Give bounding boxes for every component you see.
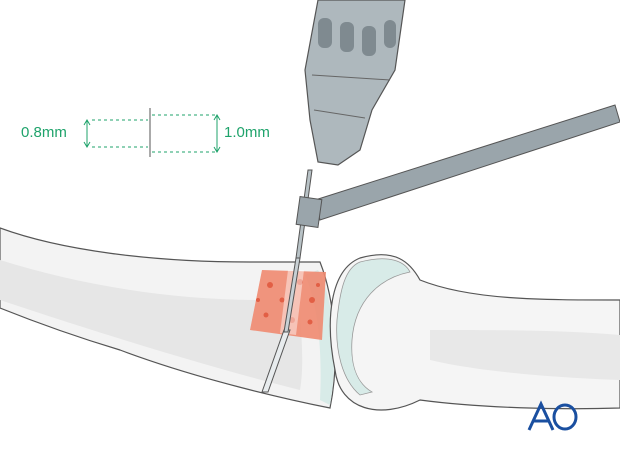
depth-measurement-diagram (83, 108, 221, 157)
ao-logo (527, 400, 578, 431)
metacarpal-head-bone (329, 254, 620, 411)
measure-label-0-8mm: 0.8mm (21, 124, 67, 141)
drill-guide (295, 104, 620, 228)
measure-label-1-0mm: 1.0mm (224, 124, 270, 141)
power-drill (304, 0, 406, 166)
proximal-phalanx-bone (0, 227, 336, 409)
